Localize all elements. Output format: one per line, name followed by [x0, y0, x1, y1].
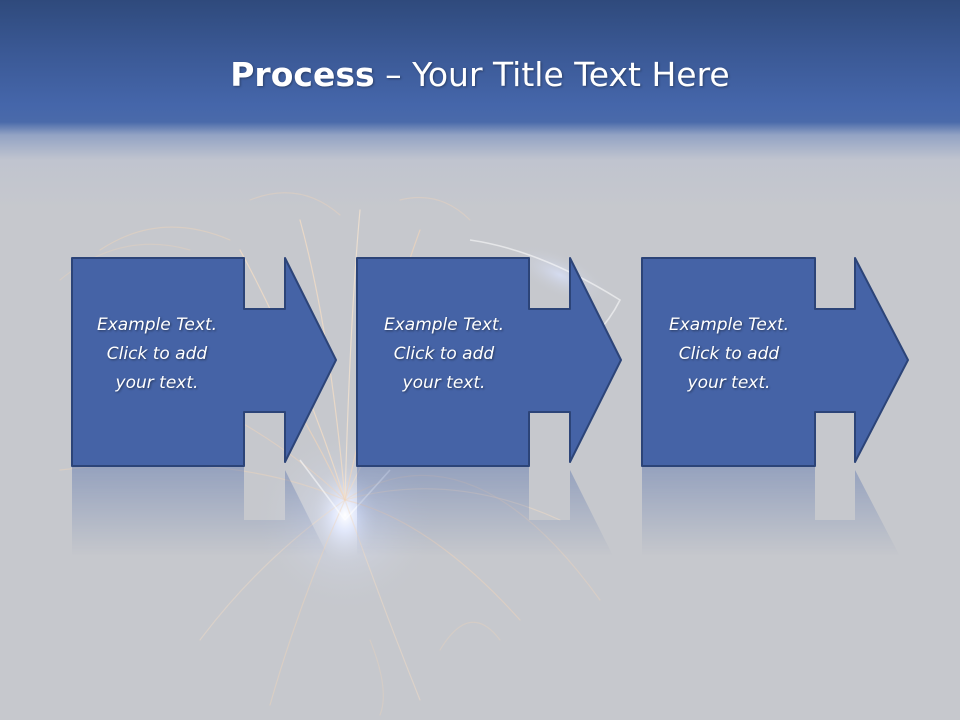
step-3-shape[interactable] [641, 257, 909, 467]
step-2-line-1: Example Text. [383, 315, 505, 335]
step-3-line-2: Click to add [678, 344, 780, 364]
title-bold-word: Process [230, 55, 375, 94]
step-3-line-1: Example Text. [668, 315, 790, 335]
steps-reflection [72, 466, 908, 674]
step-1-shape[interactable] [71, 257, 337, 467]
step-3-line-3: your text. [687, 373, 771, 393]
step-2-line-2: Click to add [393, 344, 495, 364]
slide-title[interactable]: Process – Your Title Text Here [0, 52, 960, 98]
step-1-text[interactable]: Example Text. Click to add your text. [72, 311, 242, 398]
step-1-line-3: your text. [115, 373, 199, 393]
step-3-text[interactable]: Example Text. Click to add your text. [644, 311, 814, 398]
step-1-line-1: Example Text. [96, 315, 218, 335]
step-1-line-2: Click to add [106, 344, 208, 364]
step-2-text[interactable]: Example Text. Click to add your text. [359, 311, 529, 398]
step-2-shape[interactable] [356, 257, 622, 467]
step-2-line-3: your text. [402, 373, 486, 393]
title-rest-text: – Your Title Text Here [374, 55, 730, 94]
